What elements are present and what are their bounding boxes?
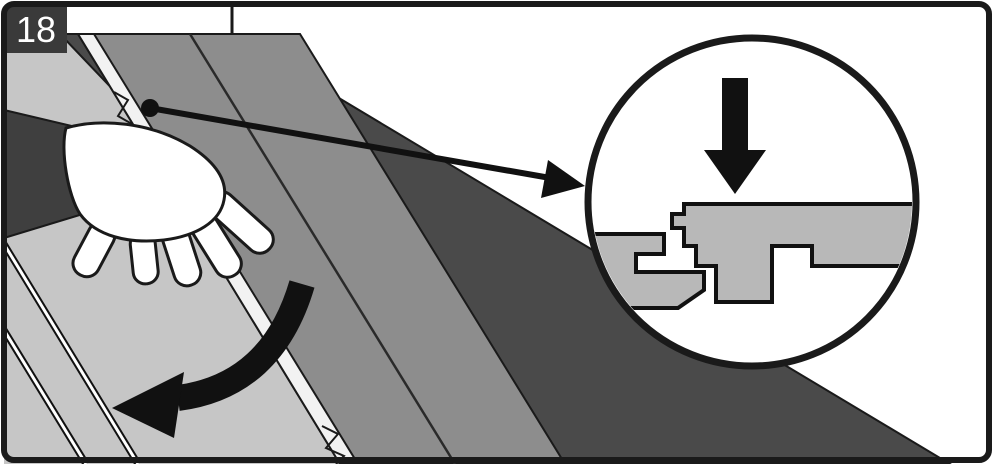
down-arrow-shaft (722, 78, 748, 152)
step-badge: 18 (5, 5, 67, 53)
step-badge-background (5, 5, 67, 53)
callout-line (149, 105, 557, 182)
floor-joint-lines (1, 242, 141, 464)
detail-circle (584, 34, 920, 370)
callout-arrow-head (541, 160, 585, 198)
step-number: 18 (16, 9, 56, 50)
curved-arrow-shaft (176, 280, 315, 411)
plank-seam-line (188, 33, 457, 464)
hand-pressing (3, 108, 275, 288)
callout-leader (141, 99, 585, 198)
curved-arrow-head (112, 372, 184, 438)
press-down-arrow (704, 78, 766, 194)
floor-joint-highlight (2, 329, 88, 464)
plank-end-zigzag-top (113, 91, 133, 125)
down-arrow-head (704, 150, 766, 194)
tongue-profile (670, 202, 912, 304)
rotate-down-arrow (112, 280, 315, 438)
floor-joint-highlight (2, 243, 140, 464)
palm (62, 121, 227, 243)
